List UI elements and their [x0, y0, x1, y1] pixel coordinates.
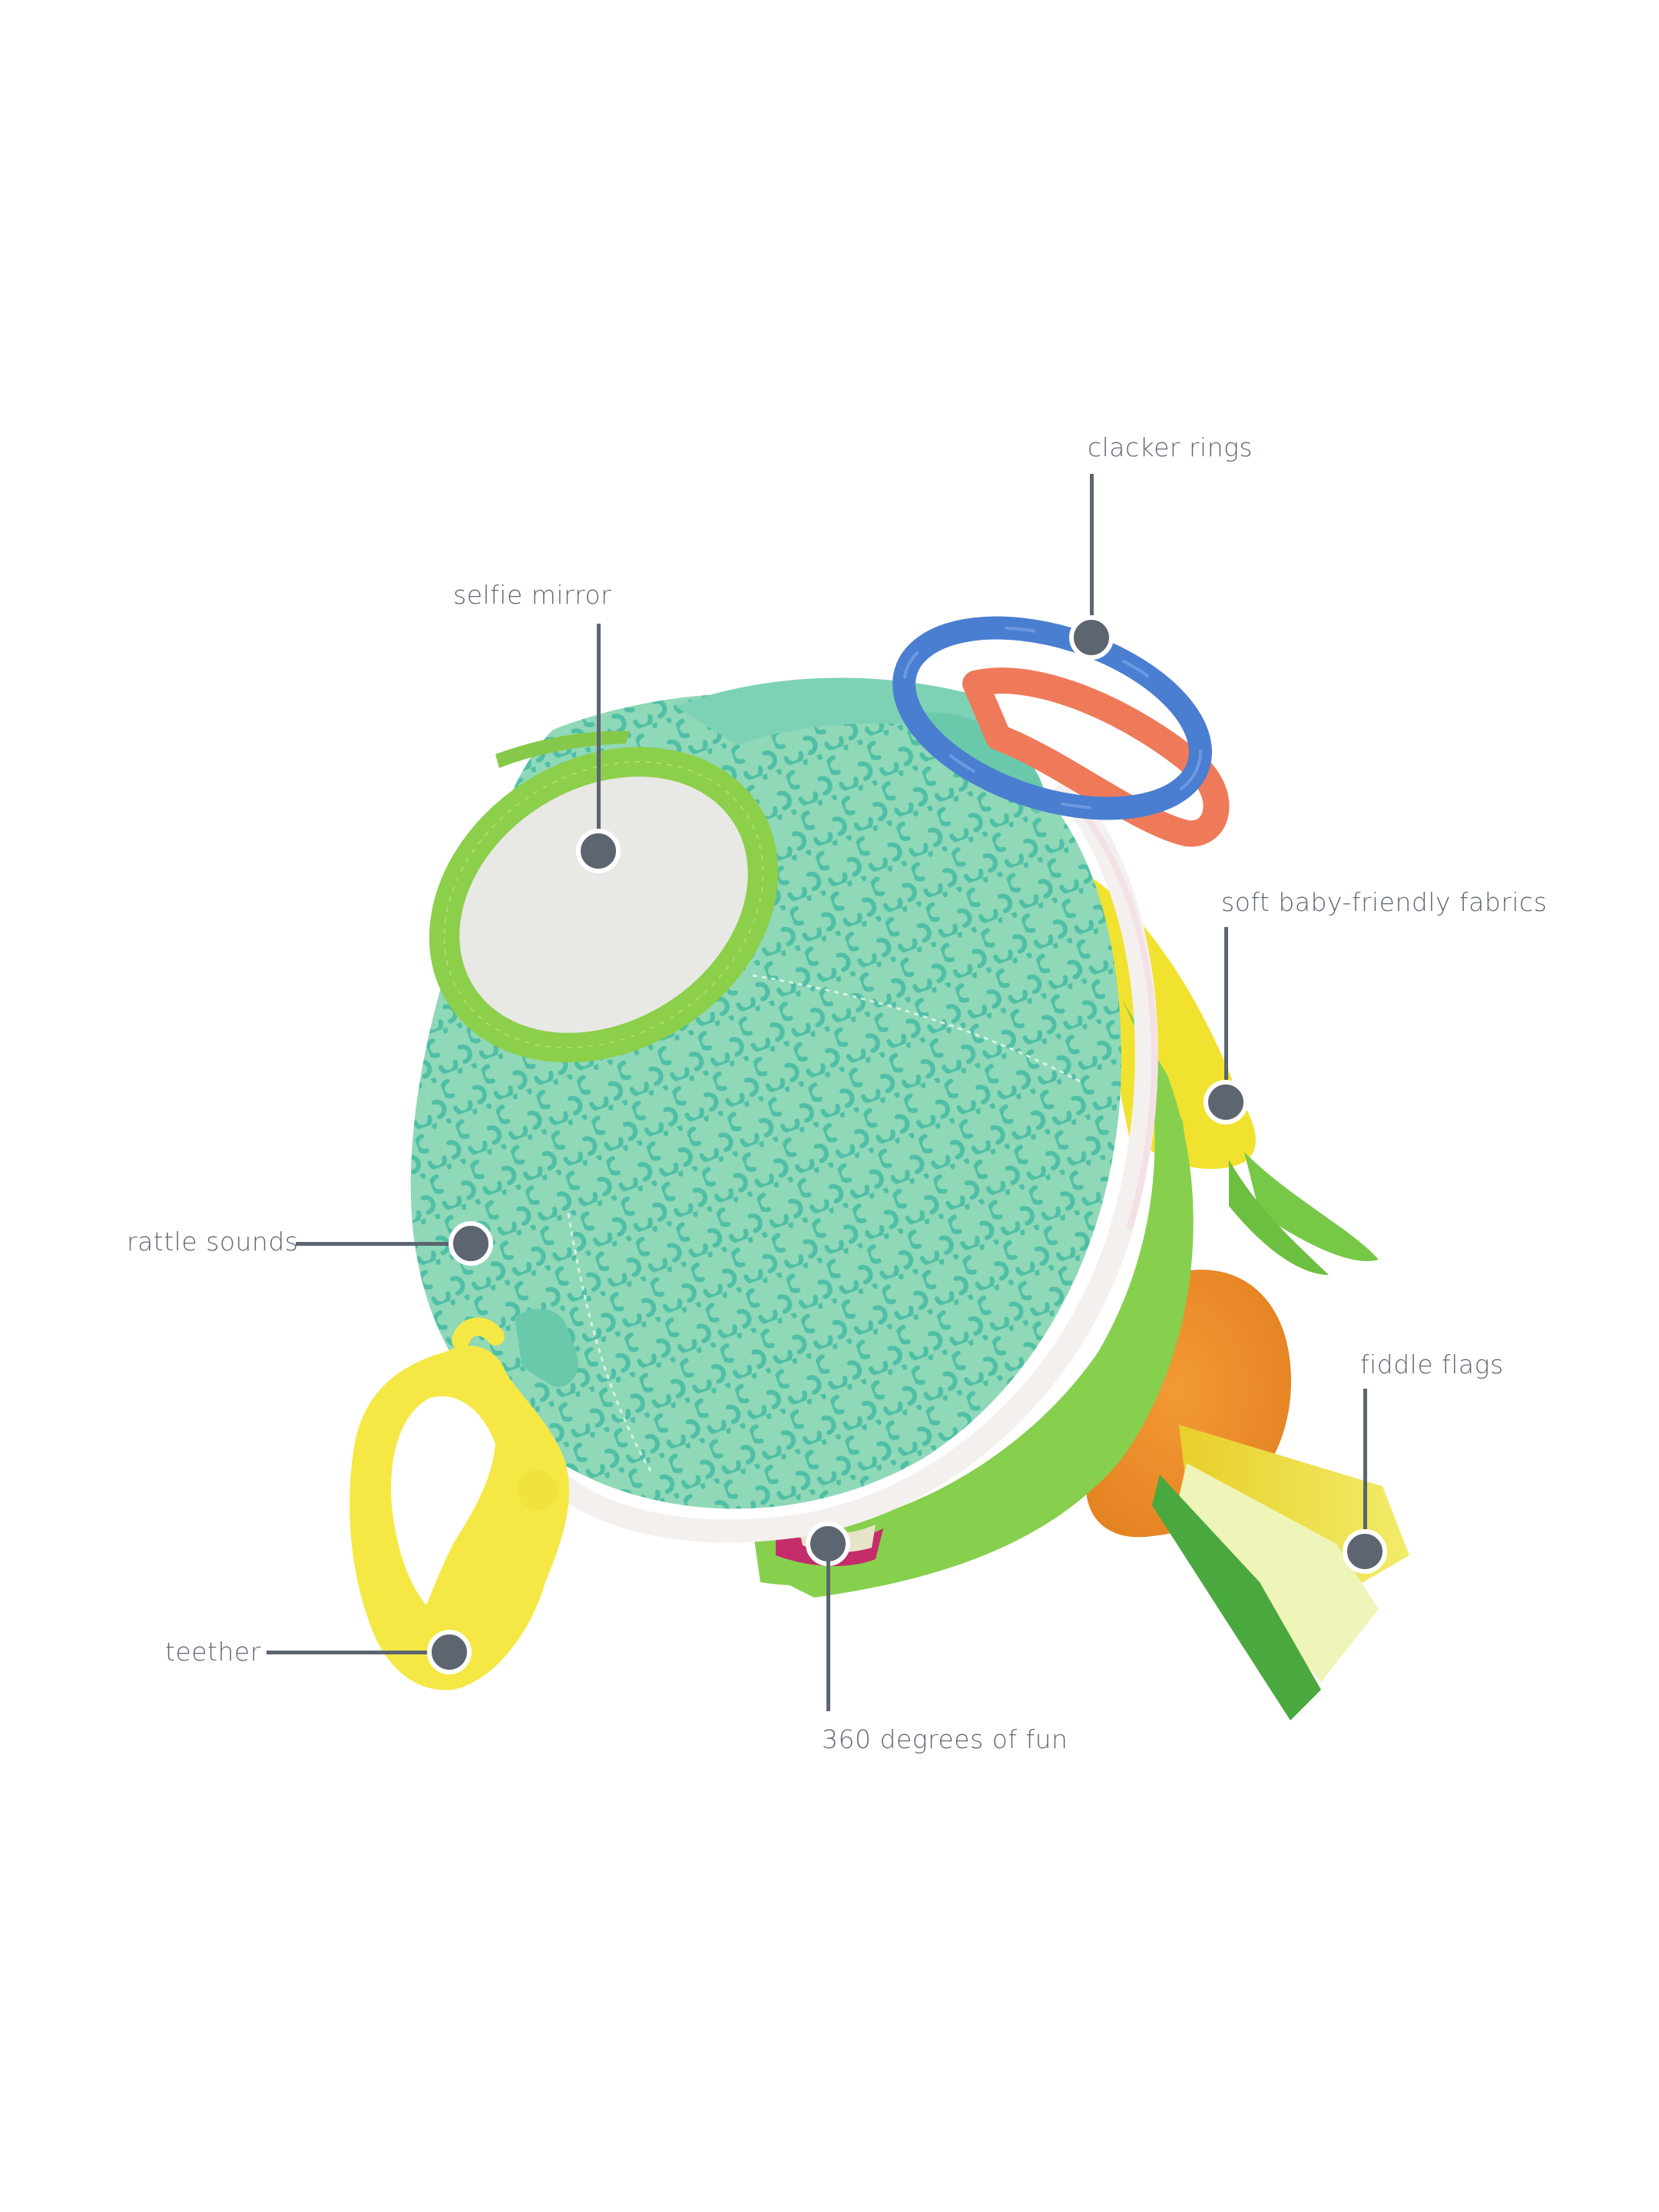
- callout-label-fiddle-flags: fiddle flags: [1360, 1349, 1504, 1379]
- callout-line-selfie-mirror: [597, 624, 601, 839]
- hotspot-360-fun[interactable]: [806, 1522, 850, 1566]
- hotspot-fiddle-flags[interactable]: [1343, 1529, 1387, 1574]
- callout-line-fiddle-flags: [1363, 1389, 1367, 1542]
- hotspot-clacker-rings[interactable]: [1069, 615, 1114, 660]
- callout-label-clacker-rings: clacker rings: [1088, 432, 1253, 462]
- callout-label-selfie-mirror: selfie mirror: [453, 580, 612, 610]
- callout-line-teether: [267, 1651, 443, 1654]
- callout-line-360-fun: [826, 1559, 830, 1711]
- callout-line-rattle-sounds: [296, 1242, 465, 1246]
- callout-label-soft-fabrics: soft baby-friendly fabrics: [1221, 887, 1548, 917]
- hotspot-selfie-mirror[interactable]: [576, 829, 621, 873]
- callout-line-clacker-rings: [1090, 474, 1094, 628]
- hotspot-rattle-sounds[interactable]: [449, 1221, 493, 1266]
- callout-label-360-fun: 360 degrees of fun: [822, 1724, 1068, 1754]
- callout-line-soft-fabrics: [1224, 927, 1228, 1092]
- hotspot-soft-fabrics[interactable]: [1204, 1080, 1248, 1124]
- callout-label-rattle-sounds: rattle sounds: [127, 1227, 299, 1257]
- callout-label-teether: teether: [165, 1637, 261, 1667]
- hotspot-teether[interactable]: [427, 1630, 472, 1674]
